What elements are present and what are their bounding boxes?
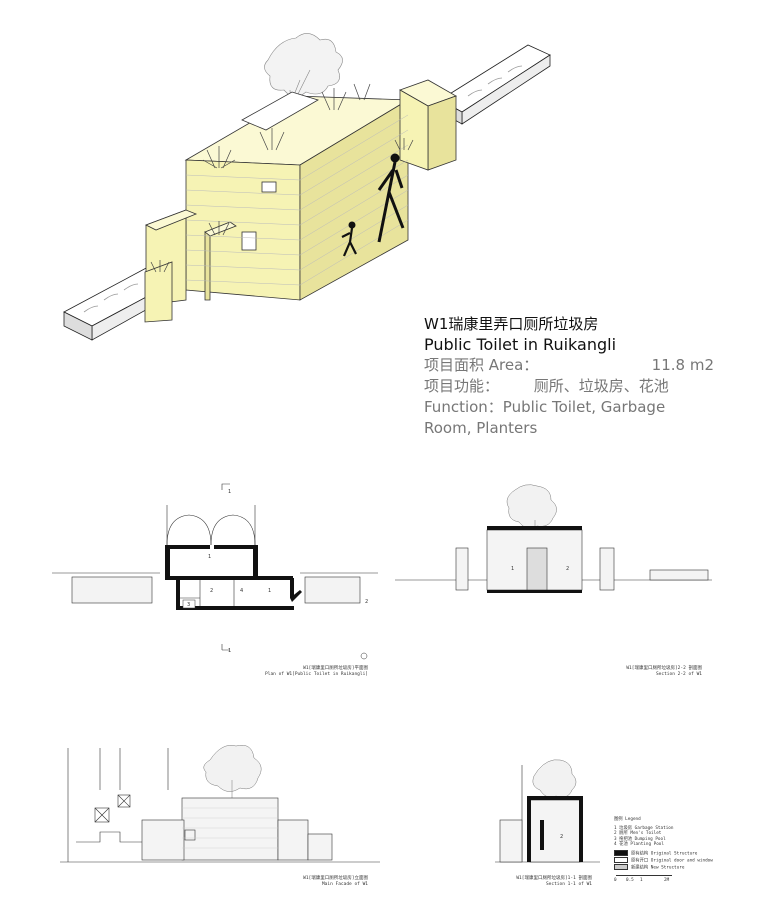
area-row: 项目面积 Area： 11.8 m2 bbox=[424, 355, 764, 376]
legend-swatch-row: 原有开口 Original door and window bbox=[614, 856, 713, 864]
section22-caption-en: Section 2-2 of W1 bbox=[655, 672, 702, 677]
legend-item: 4 花池 Planting Pool bbox=[614, 842, 664, 847]
legend-swatch-row: 新建结构 New Structure bbox=[614, 863, 713, 871]
function-label: 项目功能： bbox=[424, 377, 500, 395]
scale-tick: 1 bbox=[640, 877, 643, 883]
legend-item: 1 垃圾房 Garbage Station bbox=[614, 825, 674, 831]
main-volume bbox=[144, 79, 457, 323]
area-label: 项目面积 Area： bbox=[424, 356, 539, 374]
plan-room-label-2: 2 bbox=[210, 588, 213, 594]
human-figures bbox=[341, 153, 405, 257]
facade-caption: W1[瑞康里口厕所垃圾房]立面图 Main Facade of W1 bbox=[250, 876, 368, 888]
section11-caption: W1[瑞康里口厕所垃圾房]1-1 剖面图 Section 1-1 of W1 bbox=[480, 876, 592, 888]
legend-swatch-outline bbox=[614, 856, 628, 863]
plan-caption: W1[瑞康里口厕所垃圾房]平面图 Plan of W1[Public Toile… bbox=[250, 666, 368, 678]
plan-caption-en: Plan of W1[Public Toilet in Ruikangli] bbox=[265, 672, 368, 677]
section22-room-label-1: 1 bbox=[511, 566, 514, 572]
plan-room-label-4: 4 bbox=[240, 588, 243, 594]
scale-tick: 0 bbox=[614, 877, 617, 883]
section22-caption-cn: W1[瑞康里口厕所垃圾房]2-2 剖面图 bbox=[626, 666, 702, 671]
scale-tick: 0.5 bbox=[626, 877, 634, 883]
project-info: W1瑞康里弄口厕所垃圾房 Public Toilet in Ruikangli … bbox=[424, 315, 764, 439]
legend-item: 2 厕所 Men's Toilet bbox=[614, 831, 662, 836]
legend-item: 3 拖把池 Dumping Pool bbox=[614, 836, 666, 842]
plan-section-marker-right: 2 bbox=[365, 599, 368, 605]
section22-room-label-2: 2 bbox=[566, 566, 569, 572]
plan-room-label-1: 1 bbox=[208, 554, 211, 560]
facade-caption-en: Main Facade of W1 bbox=[321, 882, 368, 887]
section11-room-label: 2 bbox=[560, 834, 563, 840]
project-title-en: Public Toilet in Ruikangli bbox=[424, 335, 617, 354]
section11-caption-cn: W1[瑞康里口厕所垃圾房]1-1 剖面图 bbox=[516, 876, 592, 881]
tree-canopy bbox=[264, 33, 343, 121]
area-value: 11.8 m2 bbox=[651, 356, 714, 374]
planting bbox=[150, 83, 414, 273]
legend-swatch-label: 新建结构 New Structure bbox=[631, 865, 685, 870]
plan-caption-cn: W1[瑞康里口厕所垃圾房]平面图 bbox=[303, 666, 368, 671]
scale-bar-line bbox=[616, 874, 672, 876]
plan-room-label-3: 3 bbox=[187, 602, 190, 608]
function-row: 项目功能： 厕所、垃圾房、花池 bbox=[424, 376, 764, 397]
section11-caption-en: Section 1-1 of W1 bbox=[545, 882, 592, 887]
scale-bar: 0 0.5 1 2M bbox=[614, 874, 713, 885]
siding-lines bbox=[185, 114, 409, 286]
function-value: 厕所、垃圾房、花池 bbox=[533, 377, 669, 395]
project-title-cn: W1瑞康里弄口厕所垃圾房 bbox=[424, 315, 599, 333]
legend: 图例 Legend 1 垃圾房 Garbage Station 2 厕所 Men… bbox=[614, 817, 713, 885]
legend-title: 图例 Legend bbox=[614, 817, 641, 822]
function-en-line1: Function：Public Toilet, Garbage bbox=[424, 398, 666, 416]
scale-tick: 2M bbox=[664, 877, 670, 883]
legend-swatch-label: 原有开口 Original door and window bbox=[631, 858, 713, 863]
legend-swatch-row: 原有结构 Original Structure bbox=[614, 849, 713, 857]
legend-swatch-label: 原有结构 Original Structure bbox=[631, 851, 698, 856]
plan-section-marker-bottom: 1 bbox=[228, 648, 231, 654]
north-arrow-icon bbox=[360, 652, 368, 660]
plan-room-label-5: 1 bbox=[268, 588, 271, 594]
facade-caption-cn: W1[瑞康里口厕所垃圾房]立面图 bbox=[303, 876, 368, 881]
plan-section-marker-top: 1 bbox=[228, 489, 231, 495]
legend-swatch-grey bbox=[614, 863, 628, 870]
legend-swatch-solid bbox=[614, 849, 628, 856]
function-en-line2: Room, Planters bbox=[424, 419, 538, 437]
section22-caption: W1[瑞康里口厕所垃圾房]2-2 剖面图 Section 2-2 of W1 bbox=[568, 666, 702, 678]
